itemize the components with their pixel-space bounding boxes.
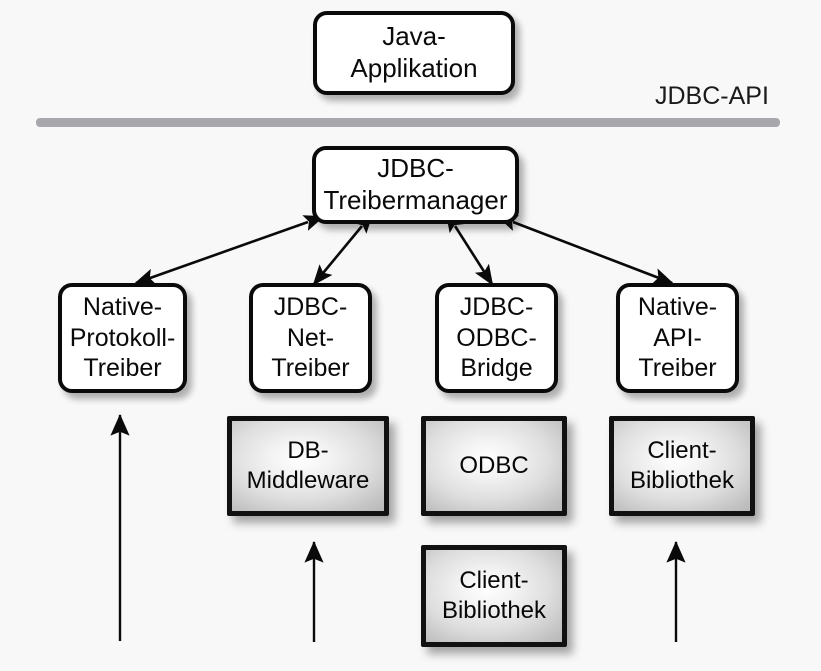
native-protokoll-line1: Native- (82, 293, 163, 322)
native-protokoll-line2: Protokoll- (69, 323, 176, 352)
jdbc-net-line1: JDBC- (273, 293, 348, 322)
client-bib-right-line1: Client- (647, 437, 717, 464)
jdbc-net-line3: Treiber (271, 354, 350, 383)
client-bib-right-line2: Bibliothek (629, 467, 735, 494)
jdbc-api-label: JDBC-API (655, 82, 769, 110)
jdbc-odbc-line3: Bridge (460, 354, 533, 383)
box-db-middleware-label: DB- Middleware (243, 436, 374, 496)
box-odbc-label: ODBC (455, 451, 532, 481)
box-native-protokoll-treiber-label: Native- Protokoll- Treiber (66, 292, 180, 384)
connector-manager-jdbc-net (312, 212, 374, 286)
box-native-api-treiber[interactable]: Native- API- Treiber (616, 283, 739, 393)
client-bib-middle-line1: Client- (459, 567, 529, 594)
box-db-middleware[interactable]: DB- Middleware (227, 416, 389, 516)
box-jdbc-odbc-bridge-label: JDBC- ODBC- Bridge (452, 292, 541, 384)
db-middleware-line2: Middleware (246, 467, 370, 494)
box-jdbc-net-treiber-label: JDBC- Net- Treiber (267, 292, 353, 384)
box-native-api-treiber-label: Native- API- Treiber (634, 292, 721, 384)
box-jdbc-treibermanager[interactable]: JDBC- Treibermanager (312, 146, 519, 224)
treibermanager-line2: Treibermanager (323, 185, 508, 215)
box-client-bibliothek-right-label: Client- Bibliothek (626, 436, 738, 496)
native-protokoll-line3: Treiber (83, 354, 162, 383)
box-native-protokoll-treiber[interactable]: Native- Protokoll- Treiber (58, 283, 187, 393)
connector-manager-jdbc-odbc (445, 211, 494, 286)
db-middleware-line1: DB- (287, 437, 329, 464)
jdbc-net-line2: Net- (286, 323, 335, 352)
box-jdbc-net-treiber[interactable]: JDBC- Net- Treiber (249, 283, 372, 393)
box-java-applikation[interactable]: Java- Applikation (313, 11, 515, 95)
box-client-bibliothek-right[interactable]: Client- Bibliothek (609, 416, 755, 516)
jdbc-odbc-line1: JDBC- (459, 293, 534, 322)
box-client-bibliothek-middle-label: Client- Bibliothek (438, 566, 550, 626)
native-api-line1: Native- (637, 293, 718, 322)
odbc-line1: ODBC (459, 452, 529, 479)
connector-manager-native-api (496, 215, 674, 285)
box-java-applikation-label: Java- Applikation (346, 21, 481, 84)
java-applikation-line2: Applikation (350, 53, 478, 83)
box-jdbc-odbc-bridge[interactable]: JDBC- ODBC- Bridge (435, 283, 558, 393)
jdbc-odbc-line2: ODBC- (456, 323, 537, 352)
client-bib-middle-line2: Bibliothek (441, 597, 547, 624)
native-api-line3: Treiber (638, 354, 717, 383)
connector-manager-native-protokoll (134, 215, 325, 285)
box-jdbc-treibermanager-label: JDBC- Treibermanager (319, 153, 511, 216)
jdbc-api-separator-bar (36, 118, 780, 127)
box-client-bibliothek-middle[interactable]: Client- Bibliothek (421, 545, 567, 647)
java-applikation-line1: Java- (382, 21, 446, 52)
treibermanager-line1: JDBC- (377, 153, 454, 184)
native-api-line2: API- (653, 323, 702, 352)
box-odbc[interactable]: ODBC (421, 416, 567, 516)
